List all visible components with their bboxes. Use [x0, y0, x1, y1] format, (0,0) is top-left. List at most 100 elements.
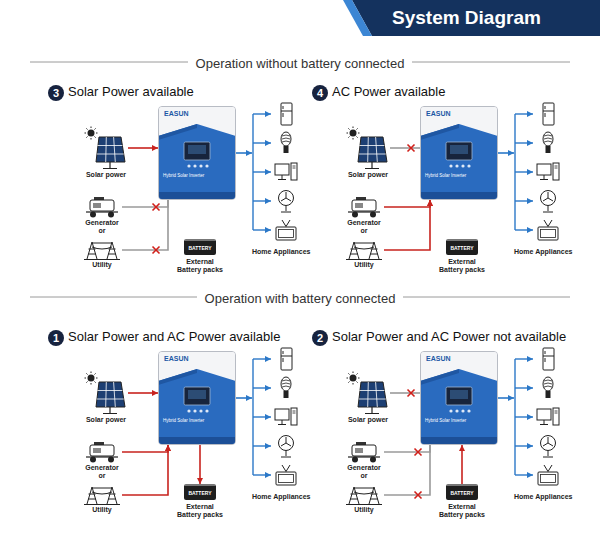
source-label: Generator or — [344, 464, 384, 480]
power-connector — [390, 392, 420, 394]
source-label: Utility — [82, 506, 122, 514]
utility-pylon-icon — [84, 485, 120, 505]
title-band-accent — [343, 0, 372, 36]
panel-title: AC Power available — [332, 82, 445, 102]
section-heading-row: Operation without battery connected — [0, 54, 600, 72]
generator-icon — [84, 441, 120, 463]
callout-number: 3 — [48, 85, 64, 101]
power-connector — [236, 152, 252, 154]
battery-box: BATTERY — [184, 484, 216, 500]
blocked-mark — [153, 247, 160, 254]
power-connector — [498, 397, 514, 399]
blocked-mark — [415, 492, 422, 499]
blocked-mark — [415, 449, 422, 456]
utility-pylon-icon — [346, 240, 382, 260]
blocked-mark — [408, 145, 415, 152]
power-connector — [461, 445, 463, 484]
section-heading: Operation with battery connected — [197, 291, 404, 307]
power-connector — [128, 147, 158, 149]
solar-panel-icon — [346, 126, 390, 170]
source-label: Solar power — [346, 416, 390, 424]
source-label: Generator or — [82, 219, 122, 235]
callout-number: 1 — [48, 330, 64, 346]
power-connector — [122, 445, 168, 452]
panel-title: Solar Power and AC Power not available — [332, 327, 566, 347]
source-label: Generator or — [82, 464, 122, 480]
inverter-housing — [420, 106, 498, 200]
battery-pack: BATTERY External Battery packs — [175, 481, 225, 519]
power-connector — [122, 200, 168, 250]
generator-source: Generator or — [344, 441, 384, 480]
utility-pylon-icon — [84, 240, 120, 260]
panel-title: Solar Power and AC Power available — [68, 327, 280, 347]
solar-source: Solar power — [84, 126, 128, 179]
power-connector — [122, 445, 168, 495]
blocked-mark — [408, 390, 415, 397]
appliances-label: Home Appliances — [514, 248, 584, 256]
section-heading: Operation without battery connected — [188, 56, 413, 72]
power-connector — [390, 147, 420, 149]
hybrid-inverter: EASUN Hybrid Solar Inverter — [158, 106, 236, 200]
blocked-mark — [153, 204, 160, 211]
blocked-mark — [153, 247, 160, 254]
battery-box: BATTERY — [184, 239, 216, 255]
model-name: Hybrid Solar Inverter — [163, 173, 236, 179]
hybrid-inverter: EASUNHybrid Solar Inverter — [158, 351, 236, 445]
model-name: Hybrid Solar Inverter — [425, 418, 498, 424]
utility-source: Utility — [344, 240, 384, 269]
utility-source: Utility — [82, 485, 122, 514]
hybrid-inverter: EASUN Hybrid Solar Inverter — [420, 351, 498, 445]
panel-title: Solar Power available — [68, 82, 194, 102]
home-appliances: Home Appliances — [514, 347, 584, 501]
generator-source: Generator or — [82, 196, 122, 235]
generator-icon — [84, 196, 120, 218]
solar-panel-icon — [84, 126, 128, 170]
source-label: Utility — [344, 506, 384, 514]
source-label: Generator or — [344, 219, 384, 235]
blocked-mark — [408, 390, 415, 397]
power-connector — [384, 445, 430, 495]
solar-panel-icon — [84, 371, 128, 415]
callout-number: 2 — [312, 330, 328, 346]
hybrid-inverter: EASUNHybrid Solar Inverter — [420, 106, 498, 200]
home-appliances: Home Appliances — [514, 102, 584, 256]
utility-source: Utility — [344, 485, 384, 514]
brand-logo: EASUN — [426, 355, 498, 363]
generator-icon — [346, 441, 382, 463]
blocked-mark — [415, 492, 422, 499]
brand-logo: EASUN — [164, 110, 236, 118]
appliance-bus — [514, 347, 584, 489]
solar-source: Solar power — [346, 126, 390, 179]
blocked-mark — [408, 145, 415, 152]
inverter-housing — [420, 351, 498, 445]
power-connector — [384, 200, 430, 250]
appliances-label: Home Appliances — [514, 493, 584, 501]
source-label: Utility — [344, 261, 384, 269]
blocked-mark — [415, 449, 422, 456]
blocked-mark — [153, 204, 160, 211]
appliance-bus — [514, 102, 584, 244]
battery-label: External Battery packs — [437, 258, 487, 274]
source-label: Solar power — [84, 416, 128, 424]
solar-panel-icon — [346, 371, 390, 415]
power-connector — [122, 200, 168, 207]
power-connector — [384, 445, 430, 452]
appliances-label: Home Appliances — [252, 248, 322, 256]
title-band — [352, 0, 600, 36]
utility-pylon-icon — [346, 485, 382, 505]
section-heading-row: Operation with battery connected — [0, 289, 600, 307]
inverter-housing — [158, 106, 236, 200]
generator-icon — [346, 196, 382, 218]
generator-source: Generator or — [82, 441, 122, 480]
battery-label: External Battery packs — [437, 503, 487, 519]
power-connector — [498, 152, 514, 154]
source-label: Solar power — [346, 171, 390, 179]
battery-pack: BATTERYExternal Battery packs — [437, 236, 487, 274]
appliance-bus — [252, 347, 322, 489]
solar-source: Solar power — [84, 371, 128, 424]
appliances-label: Home Appliances — [252, 493, 322, 501]
power-connector — [384, 200, 430, 207]
battery-label: External Battery packs — [175, 503, 225, 519]
model-name: Hybrid Solar Inverter — [163, 418, 236, 424]
source-label: Utility — [82, 261, 122, 269]
